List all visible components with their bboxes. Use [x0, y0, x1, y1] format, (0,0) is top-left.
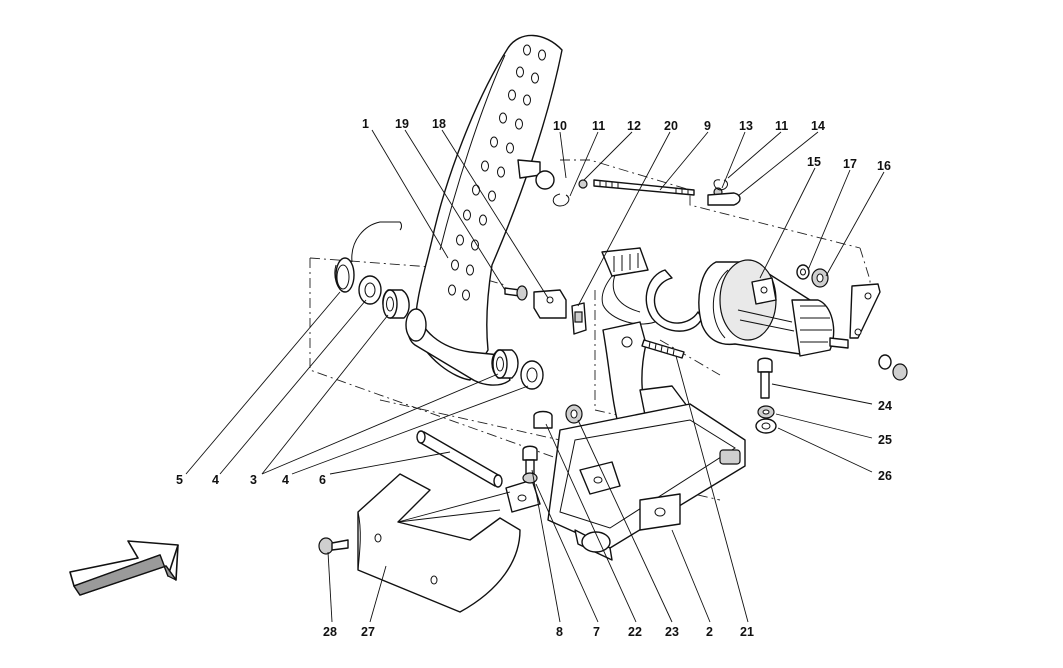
- floor-cover-plate: [357, 473, 521, 613]
- callout-13: 13: [739, 119, 753, 133]
- wiring-loop: [645, 269, 703, 332]
- callout-labels: 1 19 18 10 11 12 20 9 13 11 14 15 17 16 …: [176, 117, 892, 639]
- bolt-22: [533, 410, 553, 429]
- callout-4b: 4: [282, 473, 289, 487]
- callout-16: 16: [877, 159, 891, 173]
- nuts-motor-right: [878, 354, 908, 381]
- callout-20: 20: [664, 119, 678, 133]
- throttle-rod: [535, 170, 741, 207]
- callout-17: 17: [843, 157, 857, 171]
- callout-24: 24: [878, 399, 892, 413]
- wiring-connector: [601, 247, 661, 325]
- callout-25: 25: [878, 433, 892, 447]
- callout-9: 9: [704, 119, 711, 133]
- callout-4a: 4: [212, 473, 219, 487]
- bolt-8: [522, 445, 538, 475]
- leader-lines: [185, 129, 885, 623]
- callout-28: 28: [323, 625, 337, 639]
- plate-18: [533, 289, 567, 319]
- nut-16: [811, 268, 829, 288]
- pivot-pin: [416, 430, 503, 488]
- front-arrow-icon: [69, 540, 179, 596]
- callout-22: 22: [628, 625, 642, 639]
- callout-12: 12: [627, 119, 641, 133]
- throttle-motor: [698, 259, 881, 357]
- washer-17: [796, 264, 810, 280]
- bolt-24: [757, 357, 773, 399]
- washer-26: [755, 418, 777, 434]
- bushing-washer-left: [358, 275, 382, 305]
- pedal-base-bracket: [505, 321, 746, 561]
- callout-7: 7: [593, 625, 600, 639]
- connector-20: [571, 302, 587, 335]
- accelerator-pedal: [405, 34, 563, 386]
- bolt-19: [504, 285, 528, 301]
- callout-27: 27: [361, 625, 375, 639]
- callout-8: 8: [556, 625, 563, 639]
- washer-23: [565, 404, 583, 424]
- washer-7: [522, 472, 538, 484]
- callout-11b: 11: [775, 119, 788, 133]
- callout-3: 3: [250, 473, 257, 487]
- callout-10: 10: [553, 119, 567, 133]
- return-spring: [334, 221, 402, 293]
- screw-28: [318, 537, 349, 555]
- callout-26: 26: [878, 469, 892, 483]
- callout-23: 23: [665, 625, 679, 639]
- callout-11: 11: [592, 119, 605, 133]
- callout-6: 6: [319, 473, 326, 487]
- callout-18: 18: [432, 117, 446, 131]
- callout-5: 5: [176, 473, 183, 487]
- callout-21: 21: [740, 625, 754, 639]
- washer-25: [757, 405, 775, 419]
- callout-14: 14: [811, 119, 825, 133]
- bushing-right: [491, 349, 519, 379]
- pedal-holes: [448, 44, 546, 301]
- callout-19: 19: [395, 117, 409, 131]
- callout-15: 15: [807, 155, 821, 169]
- bushing-left: [382, 289, 410, 319]
- stud-21: [641, 339, 685, 359]
- callout-2: 2: [706, 625, 713, 639]
- bushing-washer-right: [520, 360, 544, 390]
- callout-1: 1: [362, 117, 369, 131]
